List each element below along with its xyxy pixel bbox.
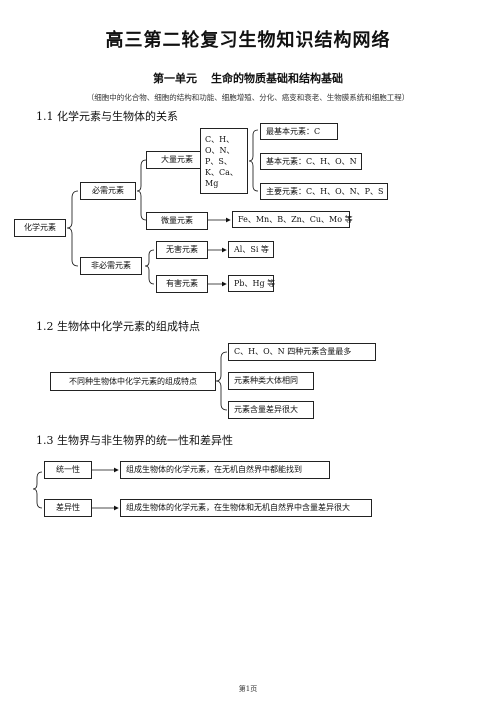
box-difference-desc: 组成生物体的化学元素，在生物体和无机自然界中含量差异很大	[120, 499, 372, 517]
major-item: O、N、	[205, 145, 235, 155]
box-trace-list: Fe、Mn、B、Zn、Cu、Mo 等	[232, 211, 353, 228]
section-2-heading: 1.2 生物体中化学元素的组成特点	[36, 320, 200, 333]
box-nonessential-elements: 非必需元素	[80, 257, 142, 275]
brace-section2	[215, 351, 228, 411]
box-feature-1: C、H、O、N 四种元素含量最多	[228, 343, 376, 361]
box-feature-2: 元素种类大体相同	[228, 372, 314, 390]
box-feature-3: 元素含量差异很大	[228, 401, 314, 419]
box-harmful-list: Pb、Hg 等	[228, 275, 275, 292]
major-item: C、H、	[205, 134, 235, 144]
box-unity: 统一性	[44, 461, 92, 479]
brace-nonessential	[144, 249, 155, 285]
brace-essential	[136, 159, 147, 221]
section-1-heading: 1.1 化学元素与生物体的关系	[36, 110, 178, 123]
box-harmless-elements: 无害元素	[156, 241, 208, 259]
box-harmful-elements: 有害元素	[156, 275, 208, 293]
box-most-basic-element: 最基本元素：C	[260, 123, 338, 140]
box-major-list: C、H、 O、N、 P、S、 K、Ca、 Mg	[200, 128, 248, 194]
unit-number: 第一单元	[153, 72, 197, 85]
brace-major	[248, 129, 259, 192]
box-harmless-list: Al、Si 等	[228, 241, 274, 258]
page-title: 高三第二轮复习生物知识结构网络	[105, 30, 391, 51]
page-number: 第1页	[238, 685, 258, 693]
box-composition-features: 不同种生物体中化学元素的组成特点	[50, 372, 216, 391]
unit-heading: 第一单元 生命的物质基础和结构基础	[0, 70, 496, 86]
box-unity-desc: 组成生物体的化学元素，在无机自然界中都能找到	[120, 461, 330, 479]
box-trace-elements: 微量元素	[146, 212, 208, 230]
section-3-heading: 1.3 生物界与非生物界的统一性和差异性	[36, 434, 233, 447]
major-item: Mg	[205, 178, 219, 188]
unit-subtitle: （细胞中的化合物、细胞的结构和功能、细胞增殖、分化、癌变和衰老、生物膜系统和细胞…	[86, 93, 410, 102]
box-chemical-elements: 化学元素	[14, 219, 66, 237]
brace-root	[66, 190, 79, 267]
box-essential-elements: 必需元素	[80, 182, 136, 200]
major-item: P、S、	[205, 156, 232, 166]
brace-section3	[32, 471, 43, 509]
box-major-elements: 大量元素	[146, 151, 208, 169]
box-main-elements: 主要元素：C、H、O、N、P、S	[260, 183, 388, 200]
major-item: K、Ca、	[205, 167, 238, 177]
box-basic-elements: 基本元素：C、H、O、N	[260, 153, 362, 170]
box-difference: 差异性	[44, 499, 92, 517]
unit-name: 生命的物质基础和结构基础	[211, 72, 343, 85]
